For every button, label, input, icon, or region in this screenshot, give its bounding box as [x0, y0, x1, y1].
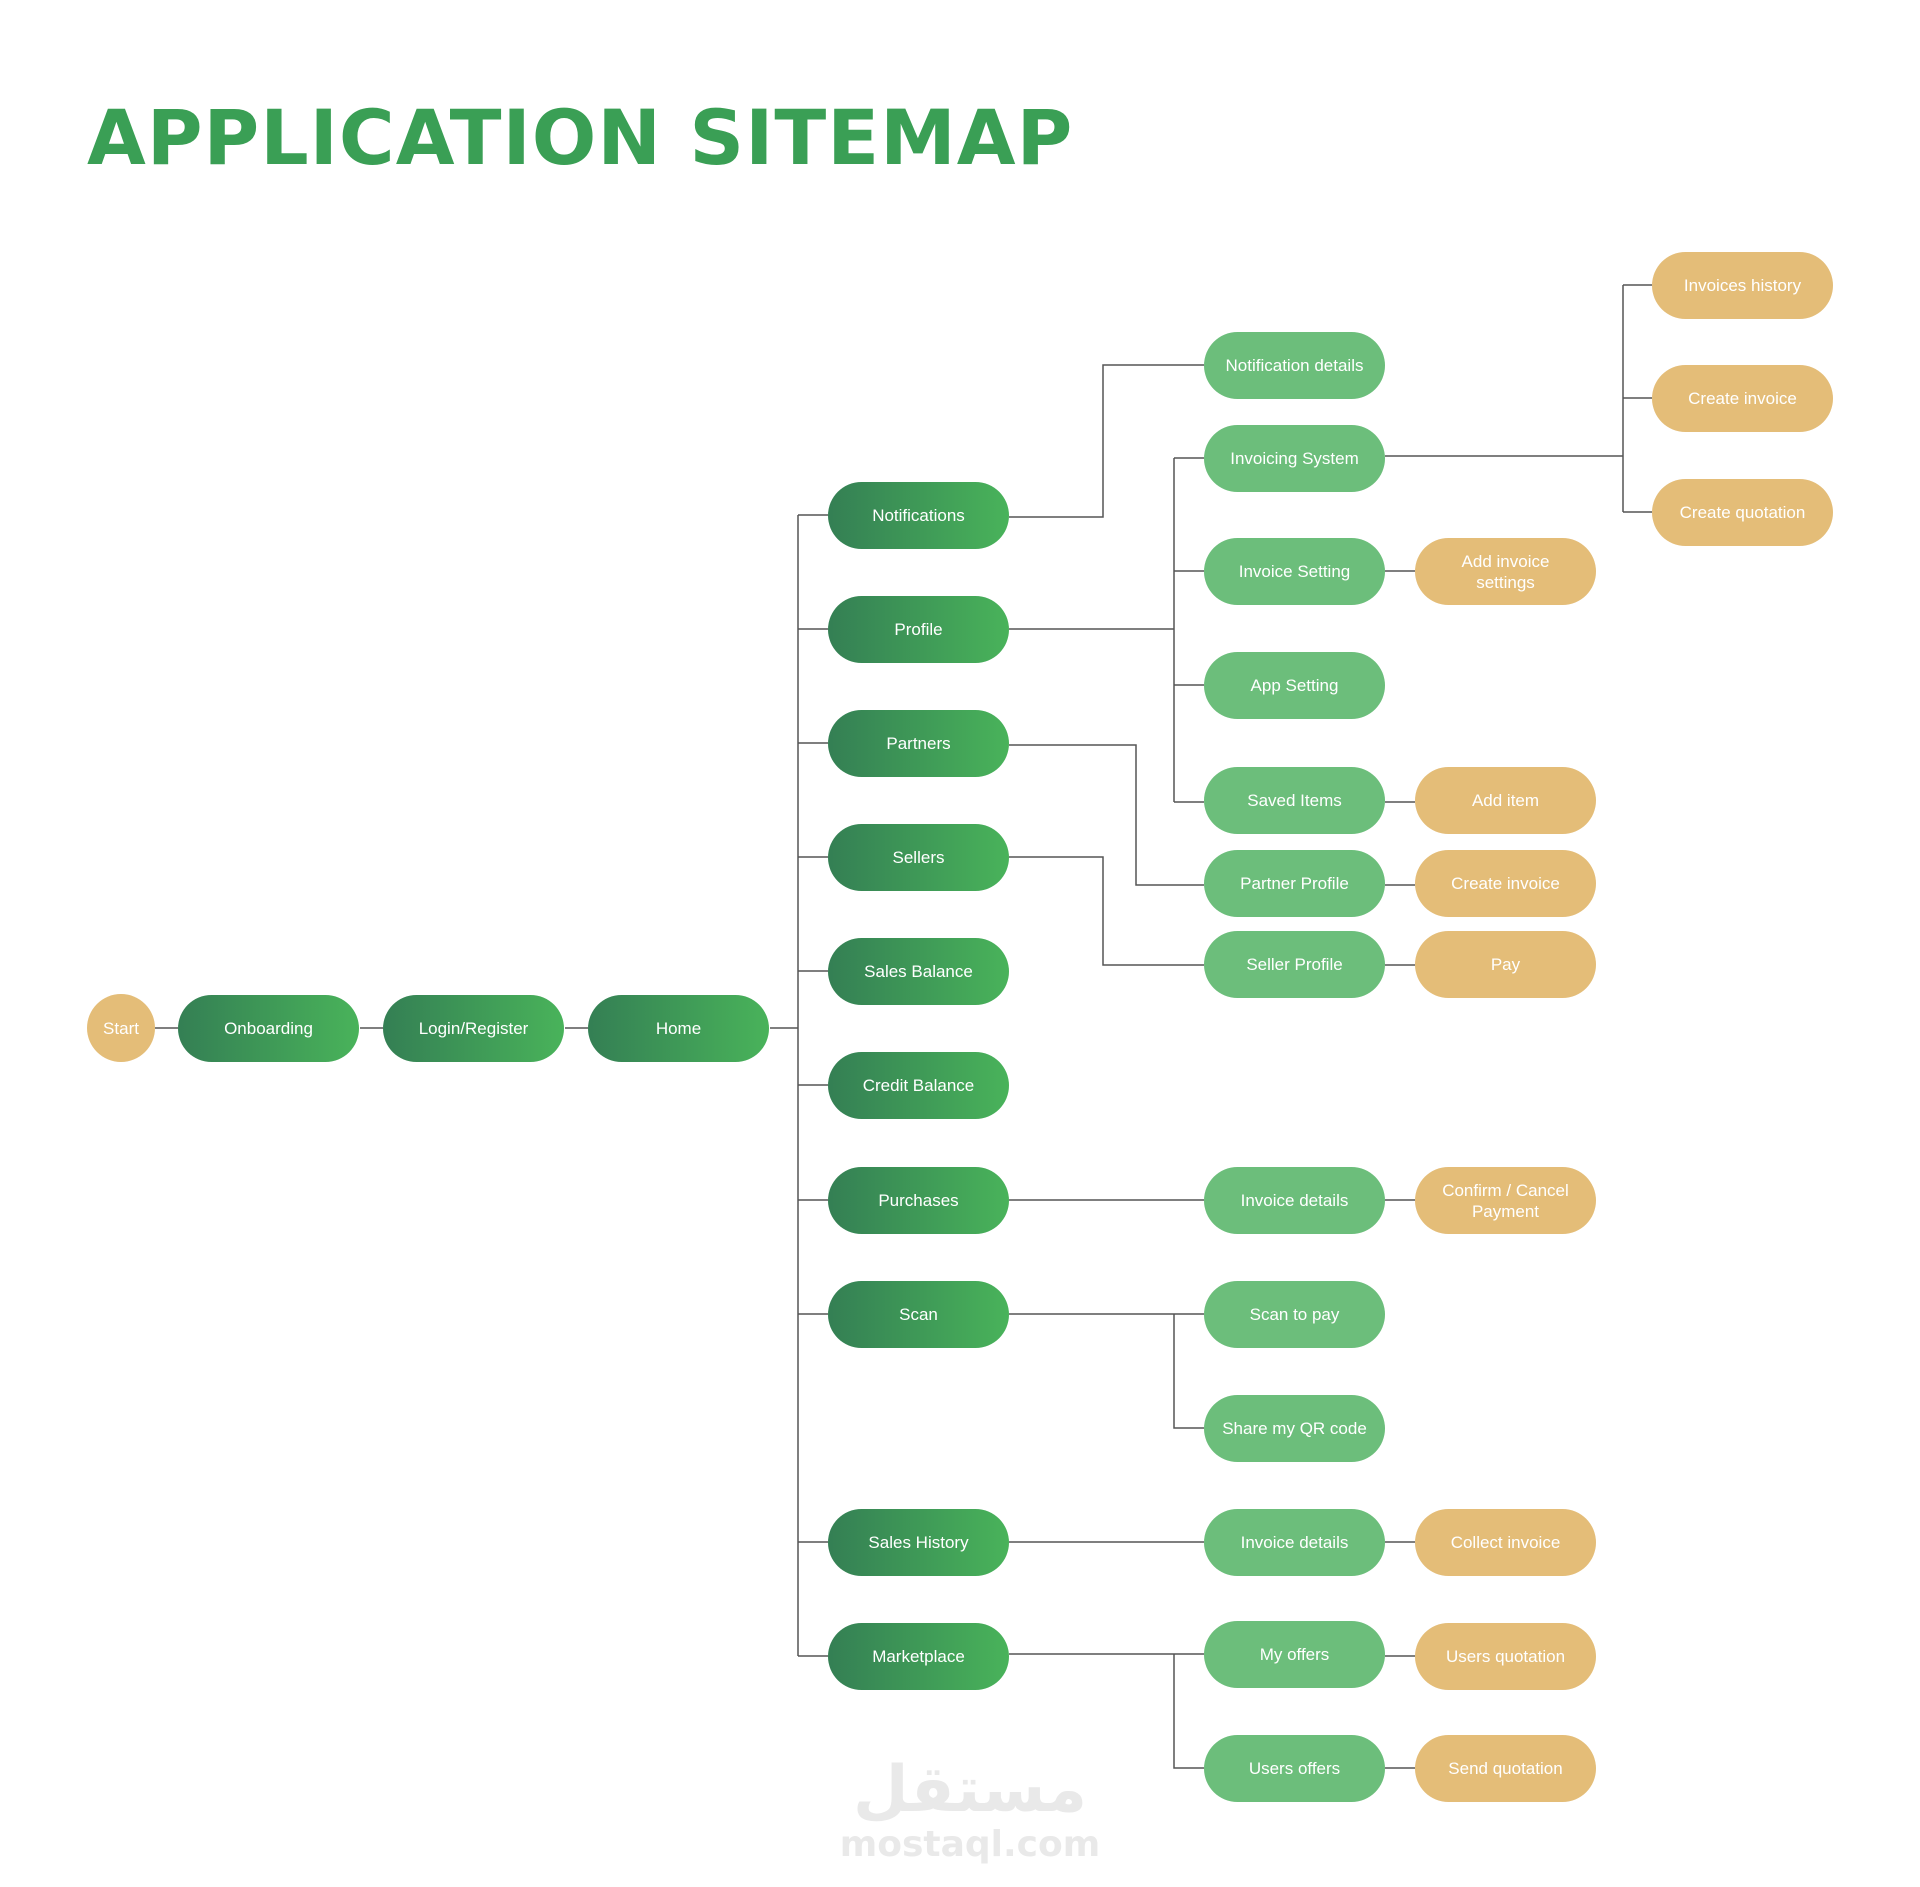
node-notifications: Notifications	[828, 482, 1009, 549]
node-collect-invoice: Collect invoice	[1415, 1509, 1596, 1576]
watermark: مستقل mostaql.com	[830, 1755, 1110, 1865]
node-add-invoice-settings: Add invoice settings	[1415, 538, 1596, 605]
node-send-quotation: Send quotation	[1415, 1735, 1596, 1802]
watermark-arabic: مستقل	[852, 1753, 1088, 1827]
node-sales-history: Sales History	[828, 1509, 1009, 1576]
node-share-qr-code: Share my QR code	[1204, 1395, 1385, 1462]
page-title: APPLICATION SITEMAP	[87, 93, 1074, 182]
node-scan-to-pay: Scan to pay	[1204, 1281, 1385, 1348]
node-create-quotation: Create quotation	[1652, 479, 1833, 546]
node-seller-profile: Seller Profile	[1204, 931, 1385, 998]
node-purchases: Purchases	[828, 1167, 1009, 1234]
node-partners: Partners	[828, 710, 1009, 777]
node-login-register: Login/Register	[383, 995, 564, 1062]
node-marketplace: Marketplace	[828, 1623, 1009, 1690]
node-sales-invoice-details: Invoice details	[1204, 1509, 1385, 1576]
node-credit-balance: Credit Balance	[828, 1052, 1009, 1119]
node-saved-items: Saved Items	[1204, 767, 1385, 834]
node-notification-details: Notification details	[1204, 332, 1385, 399]
node-partner-profile: Partner Profile	[1204, 850, 1385, 917]
node-my-offers: My offers	[1204, 1621, 1385, 1688]
node-invoice-setting: Invoice Setting	[1204, 538, 1385, 605]
node-partner-create-invoice: Create invoice	[1415, 850, 1596, 917]
node-pay: Pay	[1415, 931, 1596, 998]
node-sales-balance: Sales Balance	[828, 938, 1009, 1005]
node-start: Start	[87, 994, 155, 1062]
node-sellers: Sellers	[828, 824, 1009, 891]
node-confirm-cancel-payment: Confirm / Cancel Payment	[1415, 1167, 1596, 1234]
node-invoicing-create-invoice: Create invoice	[1652, 365, 1833, 432]
node-app-setting: App Setting	[1204, 652, 1385, 719]
node-users-offers: Users offers	[1204, 1735, 1385, 1802]
node-invoices-history: Invoices history	[1652, 252, 1833, 319]
node-invoicing-system: Invoicing System	[1204, 425, 1385, 492]
node-home: Home	[588, 995, 769, 1062]
node-profile: Profile	[828, 596, 1009, 663]
node-onboarding: Onboarding	[178, 995, 359, 1062]
node-users-quotation: Users quotation	[1415, 1623, 1596, 1690]
watermark-latin: mostaql.com	[839, 1824, 1101, 1866]
node-purchases-invoice-details: Invoice details	[1204, 1167, 1385, 1234]
node-add-item: Add item	[1415, 767, 1596, 834]
node-scan: Scan	[828, 1281, 1009, 1348]
